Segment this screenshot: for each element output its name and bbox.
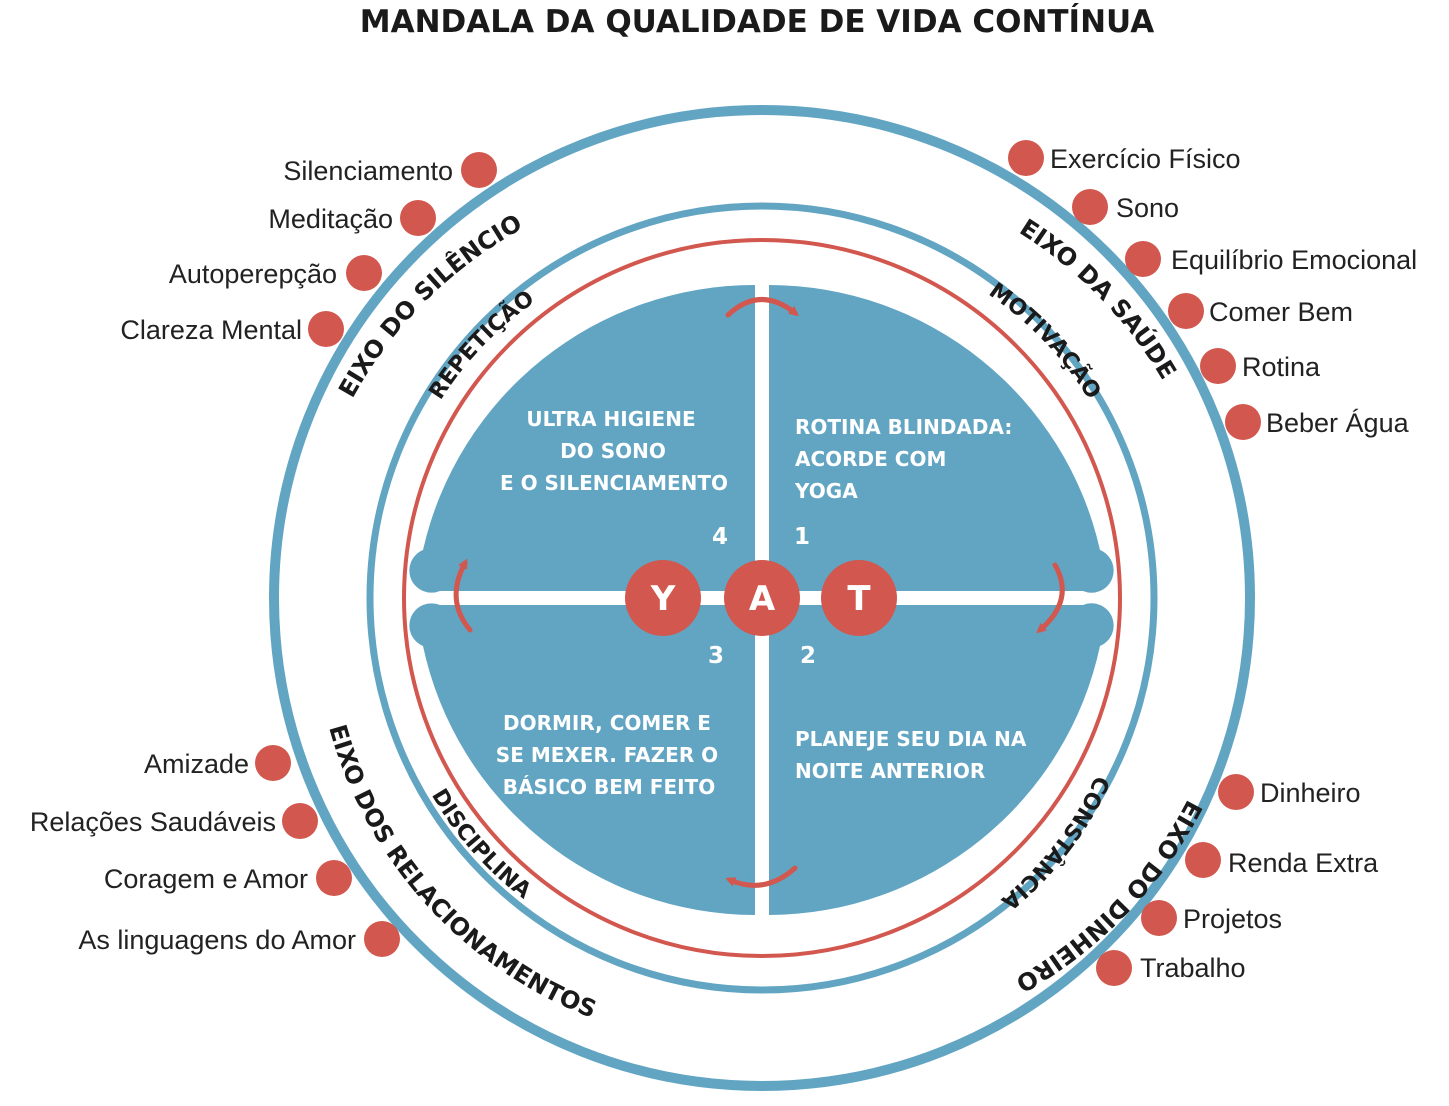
letter-circle <box>625 560 701 636</box>
item-label: Exercício Físico <box>1050 144 1241 174</box>
item-label: Clareza Mental <box>120 315 302 345</box>
bullet-dot <box>1096 950 1132 986</box>
quadrant-4-line: ULTRA HIGIENE <box>526 407 695 431</box>
item-label: Equilíbrio Emocional <box>1171 245 1417 275</box>
item-label: Rotina <box>1242 352 1321 382</box>
item-label: Sono <box>1116 193 1179 223</box>
item-label: Trabalho <box>1140 953 1246 983</box>
quadrant-3-line: SE MEXER. FAZER O <box>496 743 718 767</box>
quadrant-4 <box>409 284 755 593</box>
bullet-dot <box>1125 241 1161 277</box>
bullet-dot <box>346 255 382 291</box>
item-label: Projetos <box>1183 904 1282 934</box>
bullet-dot <box>1200 348 1236 384</box>
bullet-dot <box>1168 293 1204 329</box>
quadrant-2-number: 2 <box>800 643 816 669</box>
items-dinheiro: Dinheiro Renda Extra Projetos Trabalho <box>1140 778 1379 983</box>
quadrant-2-line: NOITE ANTERIOR <box>795 759 985 783</box>
bullet-dot <box>1225 404 1261 440</box>
item-label: As linguagens do Amor <box>78 925 356 955</box>
bullet-dot <box>1141 900 1177 936</box>
item-label: Renda Extra <box>1228 848 1379 878</box>
quadrant-3-text: DORMIR, COMER E SE MEXER. FAZER O BÁSICO… <box>496 711 718 799</box>
quadrant-3-line: BÁSICO BEM FEITO <box>503 775 715 799</box>
letter-a: A <box>749 579 776 619</box>
quadrant-2 <box>769 603 1114 915</box>
items-silencio: Silenciamento Meditação Autoperepção Cla… <box>120 156 453 345</box>
bullet-dot <box>1185 842 1221 878</box>
item-label: Autoperepção <box>169 259 337 289</box>
quadrant-1 <box>769 285 1114 593</box>
item-label: Meditação <box>268 204 393 234</box>
quadrant-1-number: 1 <box>794 524 810 550</box>
bullet-dot <box>1008 140 1044 176</box>
items-relacionamentos: Amizade Relações Saudáveis Coragem e Amo… <box>30 749 356 955</box>
quadrant-4-number: 4 <box>712 524 728 550</box>
letter-y: Y <box>650 579 676 619</box>
bullet-dot <box>282 803 318 839</box>
quadrant-1-line: ROTINA BLINDADA: <box>795 415 1012 439</box>
bullet-dot <box>255 745 291 781</box>
center-letters: Y A T <box>625 560 897 636</box>
letter-t: T <box>847 579 871 619</box>
item-label: Amizade <box>144 749 249 779</box>
bullet-dot <box>461 152 497 188</box>
quadrant-2-text: PLANEJE SEU DIA NA NOITE ANTERIOR <box>795 727 1027 783</box>
bullet-dot <box>364 921 400 957</box>
bullet-dot <box>400 200 436 236</box>
arrow-right <box>1036 562 1065 634</box>
quadrant-4-line: E O SILENCIAMENTO <box>500 471 728 495</box>
quadrant-1-text: ROTINA BLINDADA: ACORDE COM YOGA <box>794 415 1012 503</box>
item-label: Silenciamento <box>283 156 453 186</box>
diagram-title: MANDALA DA QUALIDADE DE VIDA CONTÍNUA <box>360 4 1154 40</box>
letter-circle <box>821 560 897 636</box>
quadrant-3-line: DORMIR, COMER E <box>503 711 711 735</box>
quadrant-1-line: ACORDE COM <box>795 447 946 471</box>
item-label: Relações Saudáveis <box>30 807 276 837</box>
middle-ring <box>366 202 1158 994</box>
quadrants <box>409 284 1114 915</box>
bullet-dot <box>308 311 344 347</box>
quadrant-2-line: PLANEJE SEU DIA NA <box>795 727 1027 751</box>
bullet-dot <box>1218 774 1254 810</box>
cycle-arrows <box>453 297 1065 888</box>
item-dots <box>255 140 1261 986</box>
item-label: Coragem e Amor <box>104 864 308 894</box>
bullet-dot <box>316 860 352 896</box>
items-saude: Exercício Físico Sono Equilíbrio Emocion… <box>1050 144 1417 438</box>
item-label: Beber Água <box>1266 408 1410 438</box>
quadrant-3-number: 3 <box>708 643 724 669</box>
quadrant-4-line: DO SONO <box>560 439 666 463</box>
quadrant-1-line: YOGA <box>794 479 858 503</box>
arrow-left <box>453 558 473 633</box>
bullet-dot <box>1072 189 1108 225</box>
letter-circle <box>724 560 800 636</box>
arrow-bottom <box>725 865 798 888</box>
inner-red-ring <box>402 238 1122 958</box>
quadrant-4-text: ULTRA HIGIENE DO SONO E O SILENCIAMENTO <box>500 407 728 495</box>
arrow-top <box>725 297 799 318</box>
outer-ring <box>269 105 1255 1091</box>
quadrant-3 <box>409 603 755 915</box>
item-label: Dinheiro <box>1260 778 1361 808</box>
item-label: Comer Bem <box>1209 297 1353 327</box>
